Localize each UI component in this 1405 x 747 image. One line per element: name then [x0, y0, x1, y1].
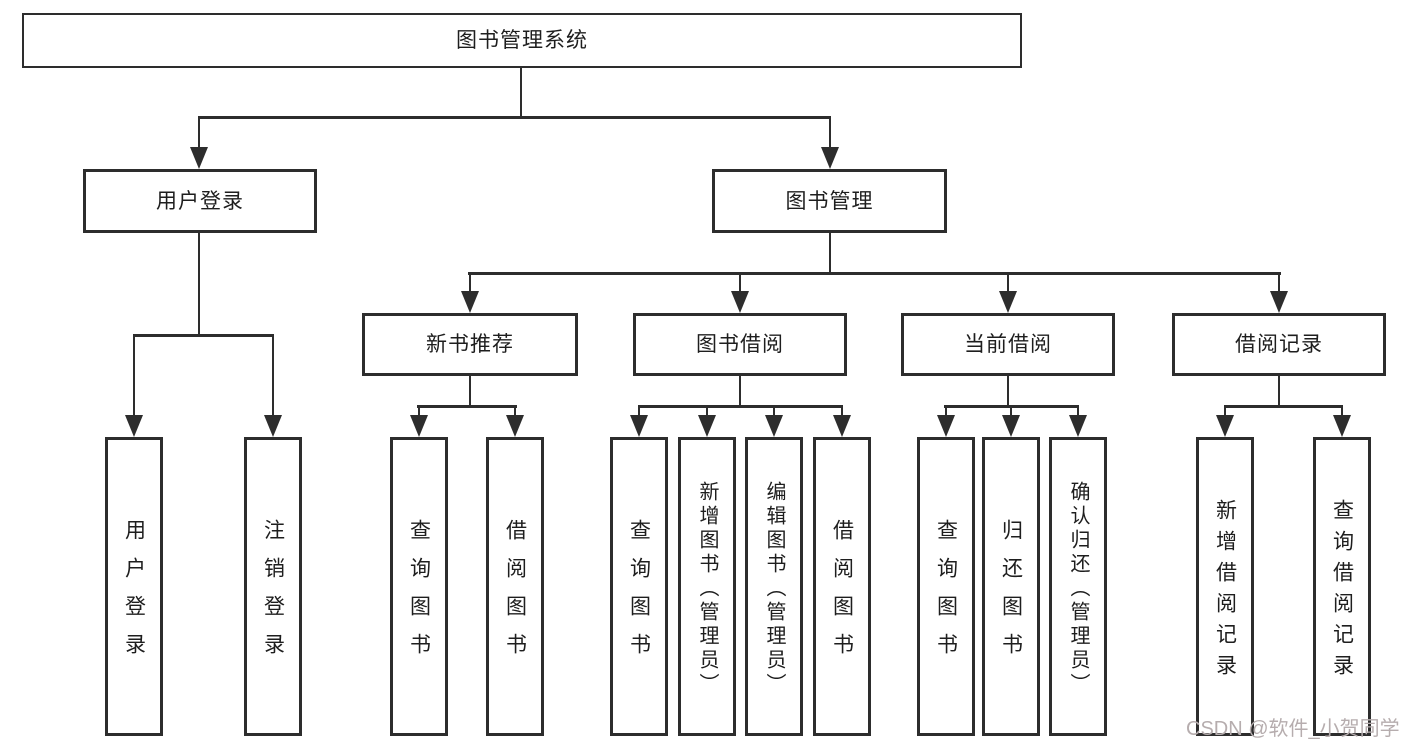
arrowhead-down-icon — [820, 147, 839, 169]
arrowhead-down-icon — [998, 291, 1017, 313]
leaf-current-query: 查询图书 — [917, 437, 975, 736]
connector-hline — [468, 272, 1281, 275]
leaf-logout: 注销登录 — [244, 437, 302, 736]
connector-hline — [1224, 405, 1343, 408]
arrowhead-down-icon — [263, 415, 282, 437]
arrowhead-down-icon — [1001, 415, 1020, 437]
leaf-newbooks-borrow: 借阅图书 — [486, 437, 544, 736]
arrowhead-down-icon — [1215, 415, 1234, 437]
arrowhead-down-icon — [1269, 291, 1288, 313]
node-book-borrow: 图书借阅 — [633, 313, 847, 376]
arrowhead-down-icon — [730, 291, 749, 313]
node-borrow-record: 借阅记录 — [1172, 313, 1386, 376]
leaf-borrow-query: 查询图书 — [610, 437, 668, 736]
arrowhead-down-icon — [629, 415, 648, 437]
connector-hline — [133, 334, 274, 337]
connector-vline — [519, 67, 523, 119]
connector-arrow-stem — [271, 334, 275, 427]
node-current-borrow: 当前借阅 — [901, 313, 1115, 376]
arrowhead-down-icon — [697, 415, 716, 437]
leaf-user-login: 用户登录 — [105, 437, 163, 736]
leaf-borrow-add-admin: 新增图书（管理员） — [678, 437, 736, 736]
connector-arrow-stem — [468, 272, 472, 303]
leaf-borrow-edit-admin: 编辑图书（管理员） — [745, 437, 803, 736]
connector-vline — [1277, 376, 1281, 408]
leaf-record-query: 查询借阅记录 — [1313, 437, 1371, 736]
connector-arrow-stem — [1277, 272, 1281, 303]
connector-arrow-stem — [1006, 272, 1010, 303]
connector-hline — [417, 405, 517, 408]
arrowhead-down-icon — [936, 415, 955, 437]
connector-vline — [197, 232, 201, 337]
arrowhead-down-icon — [124, 415, 143, 437]
arrowhead-down-icon — [764, 415, 783, 437]
arrowhead-down-icon — [832, 415, 851, 437]
watermark: CSDN @软件_小贺同学 — [1186, 718, 1400, 740]
connector-vline — [468, 376, 472, 408]
connector-arrow-stem — [828, 116, 832, 159]
node-root-system: 图书管理系统 — [22, 13, 1022, 68]
connector-arrow-stem — [738, 272, 742, 303]
arrowhead-down-icon — [505, 415, 524, 437]
node-book-management: 图书管理 — [712, 169, 947, 233]
connector-vline — [1006, 376, 1010, 408]
connector-hline — [198, 116, 831, 119]
leaf-current-confirm-admin: 确认归还（管理员） — [1049, 437, 1107, 736]
leaf-borrow-borrow: 借阅图书 — [813, 437, 871, 736]
connector-vline — [828, 232, 832, 275]
arrowhead-down-icon — [460, 291, 479, 313]
leaf-record-add: 新增借阅记录 — [1196, 437, 1254, 736]
connector-vline — [738, 376, 742, 408]
arrowhead-down-icon — [1332, 415, 1351, 437]
arrowhead-down-icon — [1068, 415, 1087, 437]
leaf-newbooks-query: 查询图书 — [390, 437, 448, 736]
node-new-book-recommend: 新书推荐 — [362, 313, 578, 376]
connector-arrow-stem — [197, 116, 201, 159]
connector-arrow-stem — [132, 334, 136, 427]
node-user-login: 用户登录 — [83, 169, 317, 233]
arrowhead-down-icon — [409, 415, 428, 437]
connector-hline — [638, 405, 843, 408]
arrowhead-down-icon — [189, 147, 208, 169]
leaf-current-return: 归还图书 — [982, 437, 1040, 736]
